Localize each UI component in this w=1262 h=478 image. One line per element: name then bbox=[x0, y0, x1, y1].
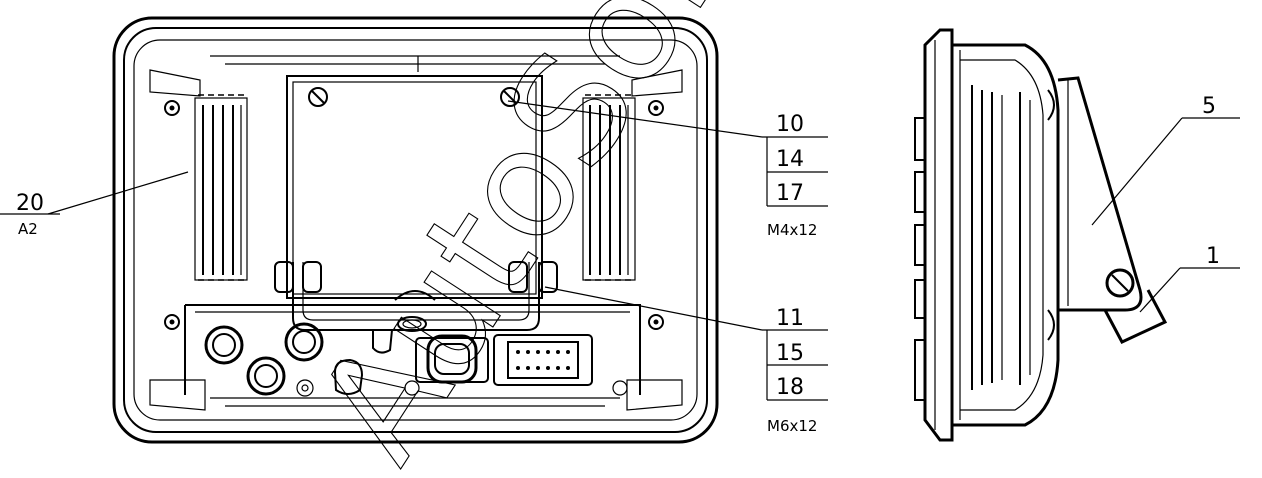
callout-18-label: 18 bbox=[776, 375, 804, 400]
left-vent bbox=[194, 94, 248, 281]
right-vent bbox=[582, 94, 636, 281]
callout-m6-label: M6x12 bbox=[767, 417, 817, 435]
callout-11-15-18: 11 15 18 M6x12 bbox=[544, 286, 828, 435]
callout-1: 1 bbox=[1139, 244, 1240, 313]
callout-5-label: 5 bbox=[1202, 94, 1216, 119]
callout-m4-label: M4x12 bbox=[767, 221, 817, 239]
callout-20-label: 20 bbox=[16, 191, 44, 216]
callout-5: 5 bbox=[1091, 94, 1240, 226]
callout-17-label: 17 bbox=[776, 181, 804, 206]
rear-view bbox=[112, 16, 719, 444]
housing-recess bbox=[133, 39, 698, 421]
callout-14-label: 14 bbox=[776, 147, 804, 172]
corner-screws bbox=[164, 100, 664, 330]
callout-10-label: 10 bbox=[776, 112, 804, 137]
callout-20-sublabel: A2 bbox=[18, 220, 38, 238]
callout-11-label: 11 bbox=[776, 306, 804, 331]
callout-15-label: 15 bbox=[776, 341, 804, 366]
callout-1-label: 1 bbox=[1206, 244, 1220, 269]
callout-20: 20 A2 bbox=[0, 171, 189, 238]
side-keys bbox=[914, 117, 925, 401]
mounting-plate bbox=[274, 75, 558, 332]
side-view bbox=[914, 28, 1168, 442]
connectors bbox=[404, 334, 628, 396]
housing-inner bbox=[123, 27, 708, 433]
cable-glands bbox=[204, 322, 324, 397]
housing-outer bbox=[112, 16, 719, 444]
callout-10-14-17: 10 14 17 M4x12 bbox=[507, 100, 828, 239]
